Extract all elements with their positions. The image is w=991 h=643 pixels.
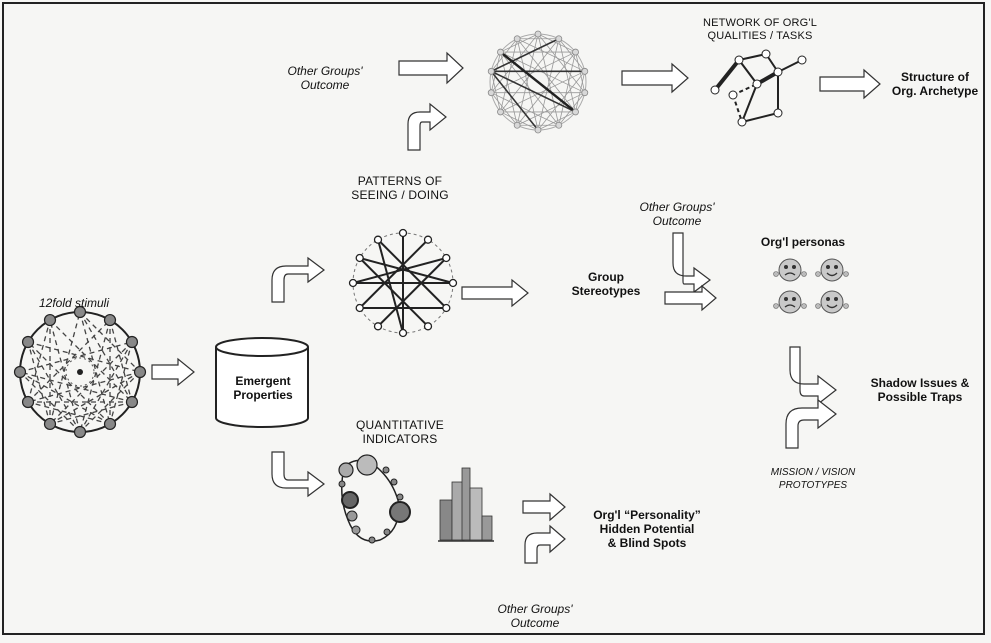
pattern-node xyxy=(398,328,408,338)
network-node xyxy=(581,67,589,75)
pattern-node xyxy=(355,303,364,313)
indicator-bar-chart xyxy=(438,467,494,542)
stimulus-node xyxy=(21,395,35,409)
structure-label: Structure of Org. Archetype xyxy=(891,70,979,98)
stimulus-node xyxy=(73,425,87,439)
network-node xyxy=(487,89,495,97)
arrow-tasks-to-structure xyxy=(819,68,881,100)
arrow-stimuli-to-emergent xyxy=(151,357,195,387)
pattern-node xyxy=(423,322,433,331)
quantitative-label: QUANTITATIVE INDICATORS xyxy=(356,418,444,446)
arrow-network-to-tasks xyxy=(621,62,689,94)
pattern-node xyxy=(355,253,364,263)
arrow-emergent-to-quantitative xyxy=(271,451,325,498)
stimulus-node xyxy=(21,335,35,349)
stimuli-circle xyxy=(13,305,147,439)
network-node xyxy=(497,48,504,56)
network-node xyxy=(572,48,579,56)
arrow-emergent-to-patterns xyxy=(271,256,325,303)
stimulus-node xyxy=(73,305,87,319)
pattern-node xyxy=(373,235,383,244)
smiley-face-icon xyxy=(815,258,849,282)
stimulus-node xyxy=(103,417,117,431)
network-label: NETWORK OF ORG'L QUALITIES / TASKS xyxy=(702,17,818,42)
network-node xyxy=(513,121,521,129)
network-node xyxy=(513,35,521,43)
indicator-bubbles xyxy=(338,454,411,544)
network-node xyxy=(581,89,589,97)
patterns-network xyxy=(348,228,458,338)
other-groups-top-label: Other Groups' Outcome xyxy=(287,64,363,92)
pattern-node xyxy=(442,253,451,263)
smiley-face-icon xyxy=(773,290,807,314)
smiley-face-icon xyxy=(815,290,849,314)
pattern-node xyxy=(448,278,458,288)
emergent-properties-cylinder xyxy=(215,337,309,428)
arrow-indicators-to-personality xyxy=(522,492,566,522)
network-node xyxy=(555,35,563,43)
patterns-label: PATTERNS OF SEEING / DOING xyxy=(351,174,449,202)
emergent-properties-label: Emergent Properties xyxy=(233,374,293,402)
arrow-other-to-personas xyxy=(672,232,711,294)
personas-faces xyxy=(773,258,849,314)
arrow-mission-to-shadow xyxy=(785,398,837,449)
stimulus-node xyxy=(13,365,27,379)
stimulus-node xyxy=(133,365,147,379)
other-groups-mid-label: Other Groups' Outcome xyxy=(639,200,715,228)
qualities-network xyxy=(710,49,807,127)
other-groups-bottom-label: Other Groups' Outcome xyxy=(497,602,573,630)
smiley-face-icon xyxy=(773,258,807,282)
network-node xyxy=(497,108,504,116)
network-node xyxy=(534,126,542,134)
pattern-node xyxy=(348,278,358,288)
shadow-label: Shadow Issues & Possible Traps xyxy=(870,376,970,404)
stimulus-node xyxy=(125,395,139,409)
network-node xyxy=(572,108,579,116)
network-node xyxy=(487,67,495,75)
arrow-other-to-personality xyxy=(524,524,566,564)
mission-label: MISSION / VISION PROTOTYPES xyxy=(770,467,856,491)
stimulus-node xyxy=(43,313,57,327)
arrow-personas-to-shadow xyxy=(789,346,837,406)
personality-label: Org'l “Personality” Hidden Potential & B… xyxy=(593,508,701,550)
stimulus-node xyxy=(43,417,57,431)
stimulus-node xyxy=(103,313,117,327)
pattern-node xyxy=(442,303,451,313)
network-node xyxy=(534,30,542,38)
stimulus-node xyxy=(125,335,139,349)
pattern-node xyxy=(373,322,383,331)
personas-label: Org'l personas xyxy=(760,235,846,249)
arrow-other-to-network xyxy=(398,51,464,85)
network-node xyxy=(555,121,563,129)
pattern-node xyxy=(423,235,433,244)
diagram-frame xyxy=(2,2,985,635)
group-stereotypes-label: Group Stereotypes xyxy=(571,270,641,298)
top-network xyxy=(487,30,589,134)
stimuli-label: 12fold stimuli xyxy=(38,296,110,310)
arrow-patterns-to-stereotypes xyxy=(461,278,529,308)
arrow-up-to-network xyxy=(407,102,447,151)
pattern-node xyxy=(398,228,408,238)
arrow-stereotypes-to-personas xyxy=(664,284,717,312)
